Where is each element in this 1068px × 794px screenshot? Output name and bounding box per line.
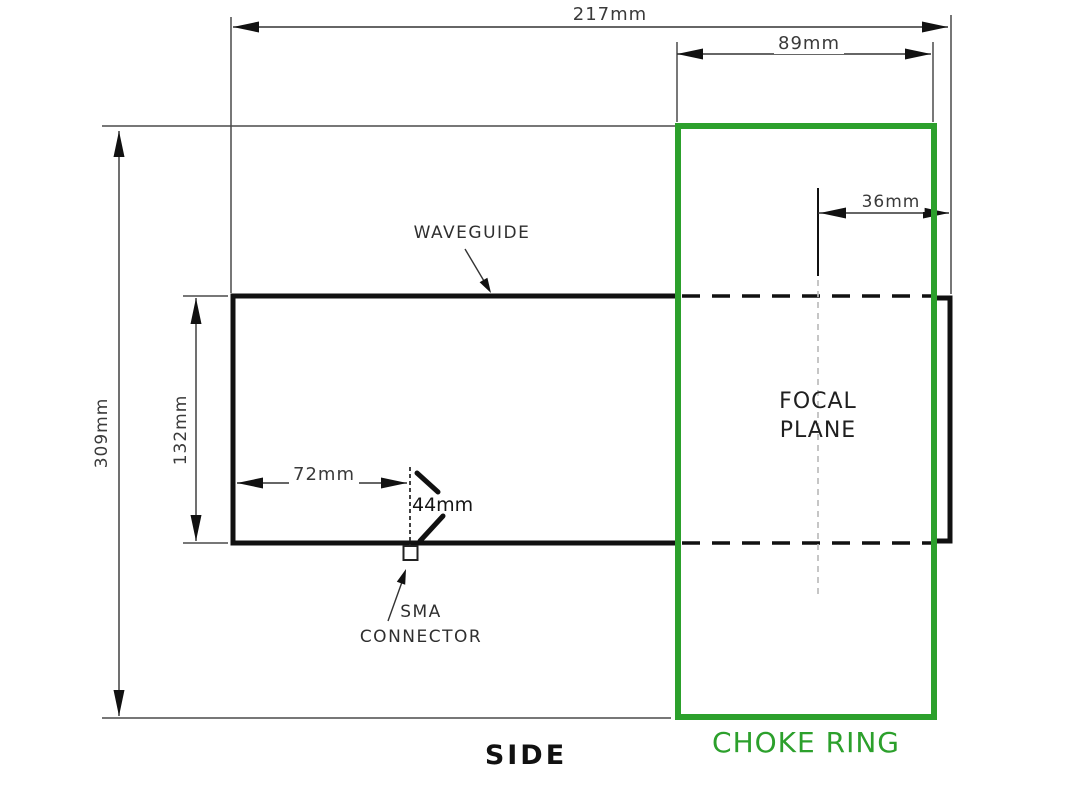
dim-89 — [677, 48, 931, 60]
arrowhead-left-89 — [677, 48, 703, 60]
arrowhead-left-72 — [237, 477, 263, 489]
focal-plane-line2: PLANE — [779, 418, 857, 443]
sma-connector-square — [402, 545, 419, 561]
dim-label-309: 309mm — [92, 397, 112, 469]
dim-label-72: 72mm — [289, 464, 359, 485]
dim-309 — [113, 131, 125, 716]
arrowhead-right-89 — [905, 48, 931, 60]
waveguide-leader-line — [464, 248, 485, 282]
focal-plane-line1: FOCAL — [779, 389, 857, 414]
probe-assembly — [402, 467, 446, 561]
arrowhead-top-132 — [190, 298, 202, 324]
arrowhead-bottom-132 — [190, 515, 202, 541]
leader-waveguide — [464, 248, 491, 293]
dim-36 — [817, 188, 949, 276]
probe-arc-upper — [414, 470, 441, 495]
dim-217 — [233, 21, 948, 33]
sma-label-line1: SMA — [400, 602, 442, 622]
focal-plane-label: FOCAL PLANE — [779, 387, 857, 445]
dim-label-36: 36mm — [857, 192, 925, 212]
dim-label-132: 132mm — [171, 394, 191, 466]
extension-lines — [102, 15, 952, 719]
sma-leader-line — [387, 581, 403, 622]
arrowhead-right-72 — [381, 477, 407, 489]
arrowhead-left-217 — [233, 21, 259, 33]
waveguide-solid-outline — [230, 293, 676, 546]
arrowhead-bottom-309 — [113, 690, 125, 716]
arrowhead-right-217 — [922, 21, 948, 33]
sma-connector-label: SMA CONNECTOR — [360, 600, 482, 650]
waveguide-outline — [230, 293, 953, 546]
arrowhead-top-309 — [113, 131, 125, 157]
choke-ring-outline — [675, 123, 937, 720]
choke-ring-label: CHOKE RING — [712, 726, 900, 759]
waveguide-leader-arrowhead — [479, 277, 491, 293]
view-title: SIDE — [484, 740, 568, 771]
dim-label-44: 44mm — [412, 494, 474, 516]
waveguide-label: WAVEGUIDE — [413, 223, 531, 243]
dim-label-89: 89mm — [774, 33, 844, 54]
probe-arc-lower — [417, 513, 446, 544]
dim-label-217: 217mm — [572, 4, 648, 25]
sma-leader-arrowhead — [396, 569, 406, 585]
waveguide-right-edge — [935, 295, 953, 544]
dim-132 — [190, 298, 202, 541]
leader-sma — [387, 569, 406, 622]
arrowhead-left-36 — [820, 207, 846, 219]
sma-label-line2: CONNECTOR — [359, 627, 483, 647]
